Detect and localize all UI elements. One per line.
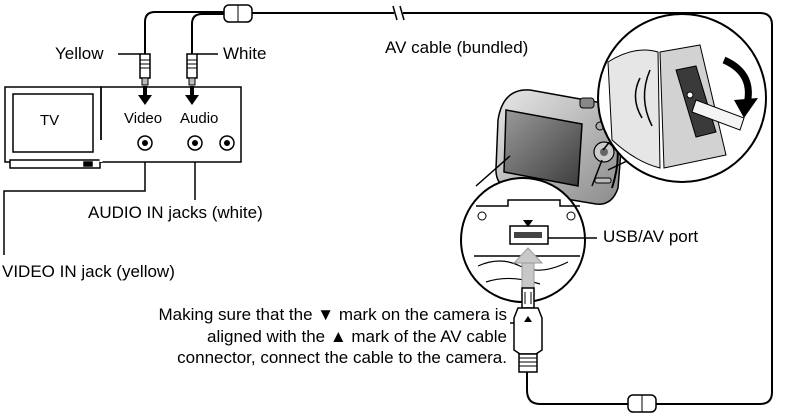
white-rca-plug [186, 53, 198, 86]
instruction-line-1: Making sure that the ▼ mark on the camer… [158, 305, 507, 324]
jack-panel [99, 86, 242, 163]
yellow-rca-plug [139, 53, 151, 86]
av-cable-connector [513, 287, 543, 373]
video-in-jack-label: VIDEO IN jack (yellow) [2, 262, 175, 281]
usb-av-port-label: USB/AV port [603, 227, 699, 246]
yellow-plug-label: Yellow [55, 44, 104, 63]
tv-label: TV [40, 112, 60, 129]
audio-in-jacks-label: AUDIO IN jacks (white) [88, 203, 263, 222]
white-plug-label: White [223, 44, 267, 63]
video-in-jack [137, 135, 153, 151]
audio-in-jack-left [187, 135, 203, 151]
video-label: Video [124, 110, 163, 127]
audio-label: Audio [180, 110, 219, 127]
camera-illustration [495, 89, 623, 205]
tv-icon [4, 86, 102, 169]
ferrite-core-bottom [627, 394, 657, 413]
cable-break-mark [392, 5, 405, 21]
plug-in-arrows [138, 86, 199, 105]
connection-instruction: Making sure that the ▼ mark on the camer… [27, 304, 507, 369]
audio-in-jack-right [219, 135, 235, 151]
port-cover-inset [597, 13, 767, 183]
av-cable-label: AV cable (bundled) [385, 38, 529, 57]
instruction-line-3: connector, connect the cable to the came… [177, 348, 507, 368]
jack-leader-lines [3, 162, 196, 255]
instruction-line-2: aligned with the ▲ mark of the AV cable [206, 326, 507, 346]
ferrite-core-top [223, 4, 253, 23]
av-cable [144, 11, 773, 405]
